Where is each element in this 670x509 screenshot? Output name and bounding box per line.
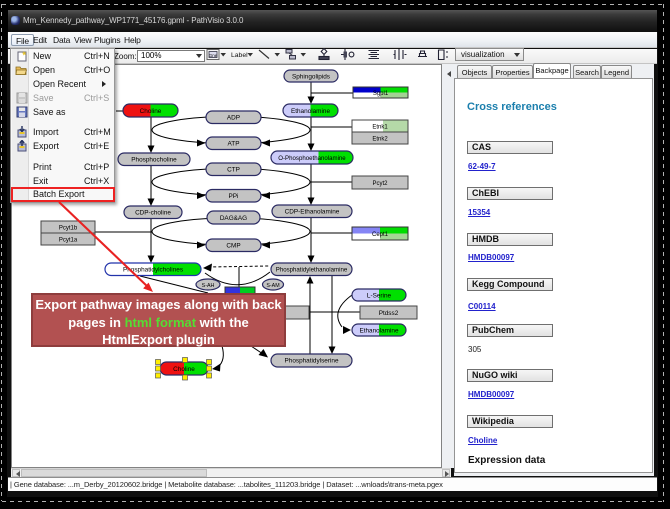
svg-text:Phosphatidylcholines: Phosphatidylcholines xyxy=(123,267,183,274)
svg-text:CDP-choline: CDP-choline xyxy=(135,210,171,217)
svg-text:Pcyt2: Pcyt2 xyxy=(372,181,388,187)
svg-text:Etnk2: Etnk2 xyxy=(372,137,388,143)
svg-text:Sgpl1: Sgpl1 xyxy=(373,91,389,97)
svg-text:Gne: Gne xyxy=(209,53,218,58)
svg-text:Ptdss2: Ptdss2 xyxy=(379,310,399,317)
svg-text:Etnk1: Etnk1 xyxy=(372,125,388,131)
svg-text:Cept1: Cept1 xyxy=(372,232,389,238)
svg-text:CTP: CTP xyxy=(227,167,240,174)
svg-text:Label: Label xyxy=(231,52,248,59)
svg-text:O-Phosphoethanolamine: O-Phosphoethanolamine xyxy=(278,155,346,162)
svg-text:Phosphatidylethanolamine: Phosphatidylethanolamine xyxy=(276,267,348,274)
svg-text:CDP-Ethanolamine: CDP-Ethanolamine xyxy=(285,209,340,216)
svg-text:Phosphatidylserine: Phosphatidylserine xyxy=(285,358,339,365)
svg-text:Choline: Choline xyxy=(140,108,162,115)
svg-text:Choline: Choline xyxy=(173,366,195,373)
svg-text:ADP: ADP xyxy=(227,115,240,122)
svg-text:L-Serine: L-Serine xyxy=(367,293,392,300)
svg-text:S-AH: S-AH xyxy=(202,283,215,289)
svg-text:Pcyt1a: Pcyt1a xyxy=(59,237,78,243)
svg-text:Ethanolamine: Ethanolamine xyxy=(359,327,399,334)
svg-text:Pcyt1b: Pcyt1b xyxy=(59,225,78,231)
svg-text:PPi: PPi xyxy=(229,193,239,200)
svg-text:DAG&AG: DAG&AG xyxy=(220,215,247,222)
svg-text:Sphingolipids: Sphingolipids xyxy=(292,74,330,81)
svg-text:S-AM: S-AM xyxy=(266,283,279,289)
svg-text:CMP: CMP xyxy=(226,243,240,250)
svg-text:Ethanolamine: Ethanolamine xyxy=(291,108,331,115)
svg-text:Phosphocholine: Phosphocholine xyxy=(131,157,177,164)
svg-text:ATP: ATP xyxy=(228,141,240,148)
